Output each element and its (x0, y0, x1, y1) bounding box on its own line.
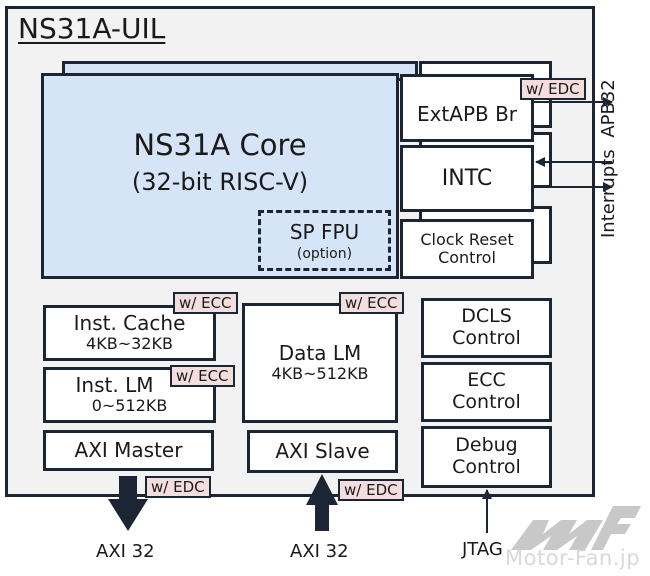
data-lm-size: 4KB~512KB (271, 364, 369, 384)
motorfan-logo-icon (511, 506, 641, 550)
ns31a-core-block: NS31A Core (32-bit RISC-V) SP FPU (optio… (41, 73, 399, 279)
core-subtitle: (32-bit RISC-V) (131, 168, 309, 196)
axi-master-external-label: AXI 32 (96, 541, 155, 562)
dcls-line1: DCLS (461, 305, 512, 328)
inst-cache-title: Inst. Cache (73, 311, 186, 336)
intc-block: INTC (400, 145, 534, 212)
interrupts-label: Interrupts (598, 149, 619, 238)
inst-lm-ecc-tag: w/ ECC (170, 365, 235, 387)
data-lm-block: Data LM 4KB~512KB (242, 303, 398, 423)
external-signal-label: Interrupts APB32 (598, 38, 619, 238)
data-lm-title: Data LM (278, 341, 362, 366)
debug-control-block: Debug Control (421, 426, 552, 488)
inst-cache-ecc-tag: w/ ECC (173, 292, 238, 314)
axi-master-edc-tag: w/ EDC (145, 476, 211, 498)
ecc-line1: ECC (467, 369, 506, 392)
clock-reset-line2: Control (438, 248, 496, 267)
inst-lm-title: Inst. LM (75, 373, 154, 398)
data-lm-ecc-tag: w/ ECC (339, 292, 404, 314)
extapb-bridge-block: ExtAPB Br (400, 74, 534, 142)
ecc-control-block: ECC Control (421, 362, 552, 422)
axi-master-label: AXI Master (74, 438, 183, 462)
debug-line1: Debug (455, 434, 518, 457)
inst-lm-size: 0~512KB (91, 396, 168, 416)
axi-master-block: AXI Master (43, 430, 214, 471)
clock-reset-control-block: Clock Reset Control (400, 219, 534, 279)
axi-slave-label: AXI Slave (275, 439, 370, 463)
intc-label: INTC (441, 165, 493, 191)
dcls-line2: Control (452, 327, 521, 349)
fpu-title: SP FPU (289, 219, 360, 244)
ecc-line2: Control (452, 391, 521, 413)
clock-reset-line1: Clock Reset (420, 229, 514, 249)
sp-fpu-block: SP FPU (option) (258, 210, 391, 271)
axi-slave-external-label: AXI 32 (290, 541, 349, 562)
diagram-title: NS31A-UIL (18, 12, 166, 45)
inst-cache-block: Inst. Cache 4KB~32KB (43, 305, 216, 361)
axi-slave-edc-tag: w/ EDC (338, 479, 404, 501)
watermark-text: Motor-Fan.jp (505, 546, 641, 570)
debug-line2: Control (452, 456, 521, 478)
inst-cache-size: 4KB~32KB (86, 334, 173, 354)
extapb-edc-tag: w/ EDC (520, 78, 586, 100)
jtag-label: JTAG (462, 539, 503, 560)
core-title: NS31A Core (133, 128, 307, 162)
fpu-subtitle: (option) (296, 245, 353, 262)
dcls-control-block: DCLS Control (421, 298, 552, 358)
extapb-label: ExtAPB Br (416, 101, 518, 126)
axi-slave-block: AXI Slave (247, 430, 398, 473)
apb32-label: APB32 (598, 79, 619, 138)
